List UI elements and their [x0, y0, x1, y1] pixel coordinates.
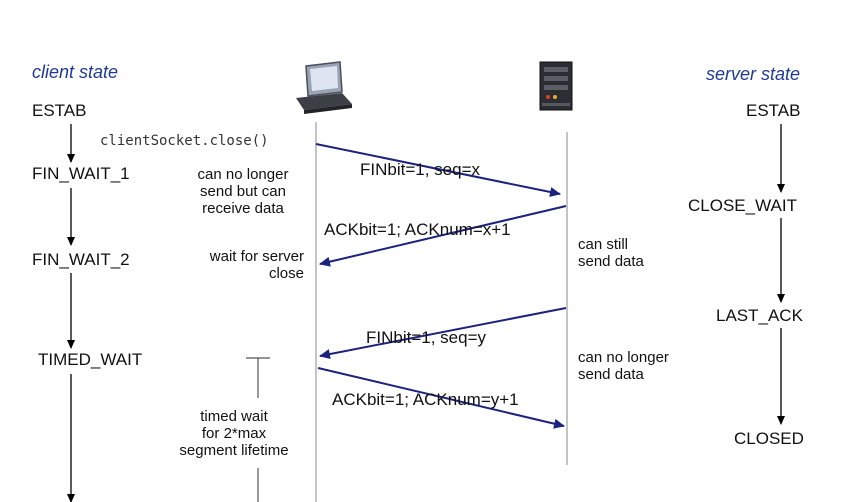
- ack-server-arrow: [319, 205, 567, 267]
- fin-server-arrow: [319, 307, 567, 359]
- client-state-header: client state: [32, 62, 119, 82]
- note-server-no-longer-send: can no longer send data: [578, 349, 669, 383]
- laptop-icon: [296, 61, 352, 114]
- client-close-call: clientSocket.close(): [100, 133, 269, 149]
- timed-wait-bracket: [246, 357, 270, 502]
- fin-client-arrow: [315, 143, 561, 197]
- ack-server-label: ACKbit=1; ACKnum=x+1: [324, 220, 511, 239]
- note-timed-wait: timed wait for 2*max segment lifetime: [179, 408, 289, 459]
- client-state-estab: ESTAB: [32, 101, 87, 120]
- server-state-closed: CLOSED: [734, 429, 804, 448]
- server-state-estab: ESTAB: [746, 101, 801, 120]
- note-still-send: can still send data: [578, 236, 644, 270]
- ack-client-label: ACKbit=1; ACKnum=y+1: [332, 390, 519, 409]
- fin-client-label: FINbit=1, seq=x: [360, 160, 481, 179]
- client-state-timed-wait: TIMED_WAIT: [38, 350, 143, 369]
- server-state-close-wait: CLOSE_WAIT: [688, 196, 797, 215]
- server-tower-icon: [539, 61, 573, 111]
- server-state-header: server state: [706, 64, 801, 84]
- server-state-last-ack: LAST_ACK: [716, 306, 803, 325]
- note-no-longer-send: can no longer send but can receive data: [197, 166, 289, 217]
- client-state-fin-wait-1: FIN_WAIT_1: [32, 164, 130, 183]
- note-wait-server: wait for server close: [209, 248, 304, 282]
- ack-client-arrow: [317, 367, 565, 429]
- client-state-fin-wait-2: FIN_WAIT_2: [32, 250, 130, 269]
- fin-server-label: FINbit=1, seq=y: [366, 328, 487, 347]
